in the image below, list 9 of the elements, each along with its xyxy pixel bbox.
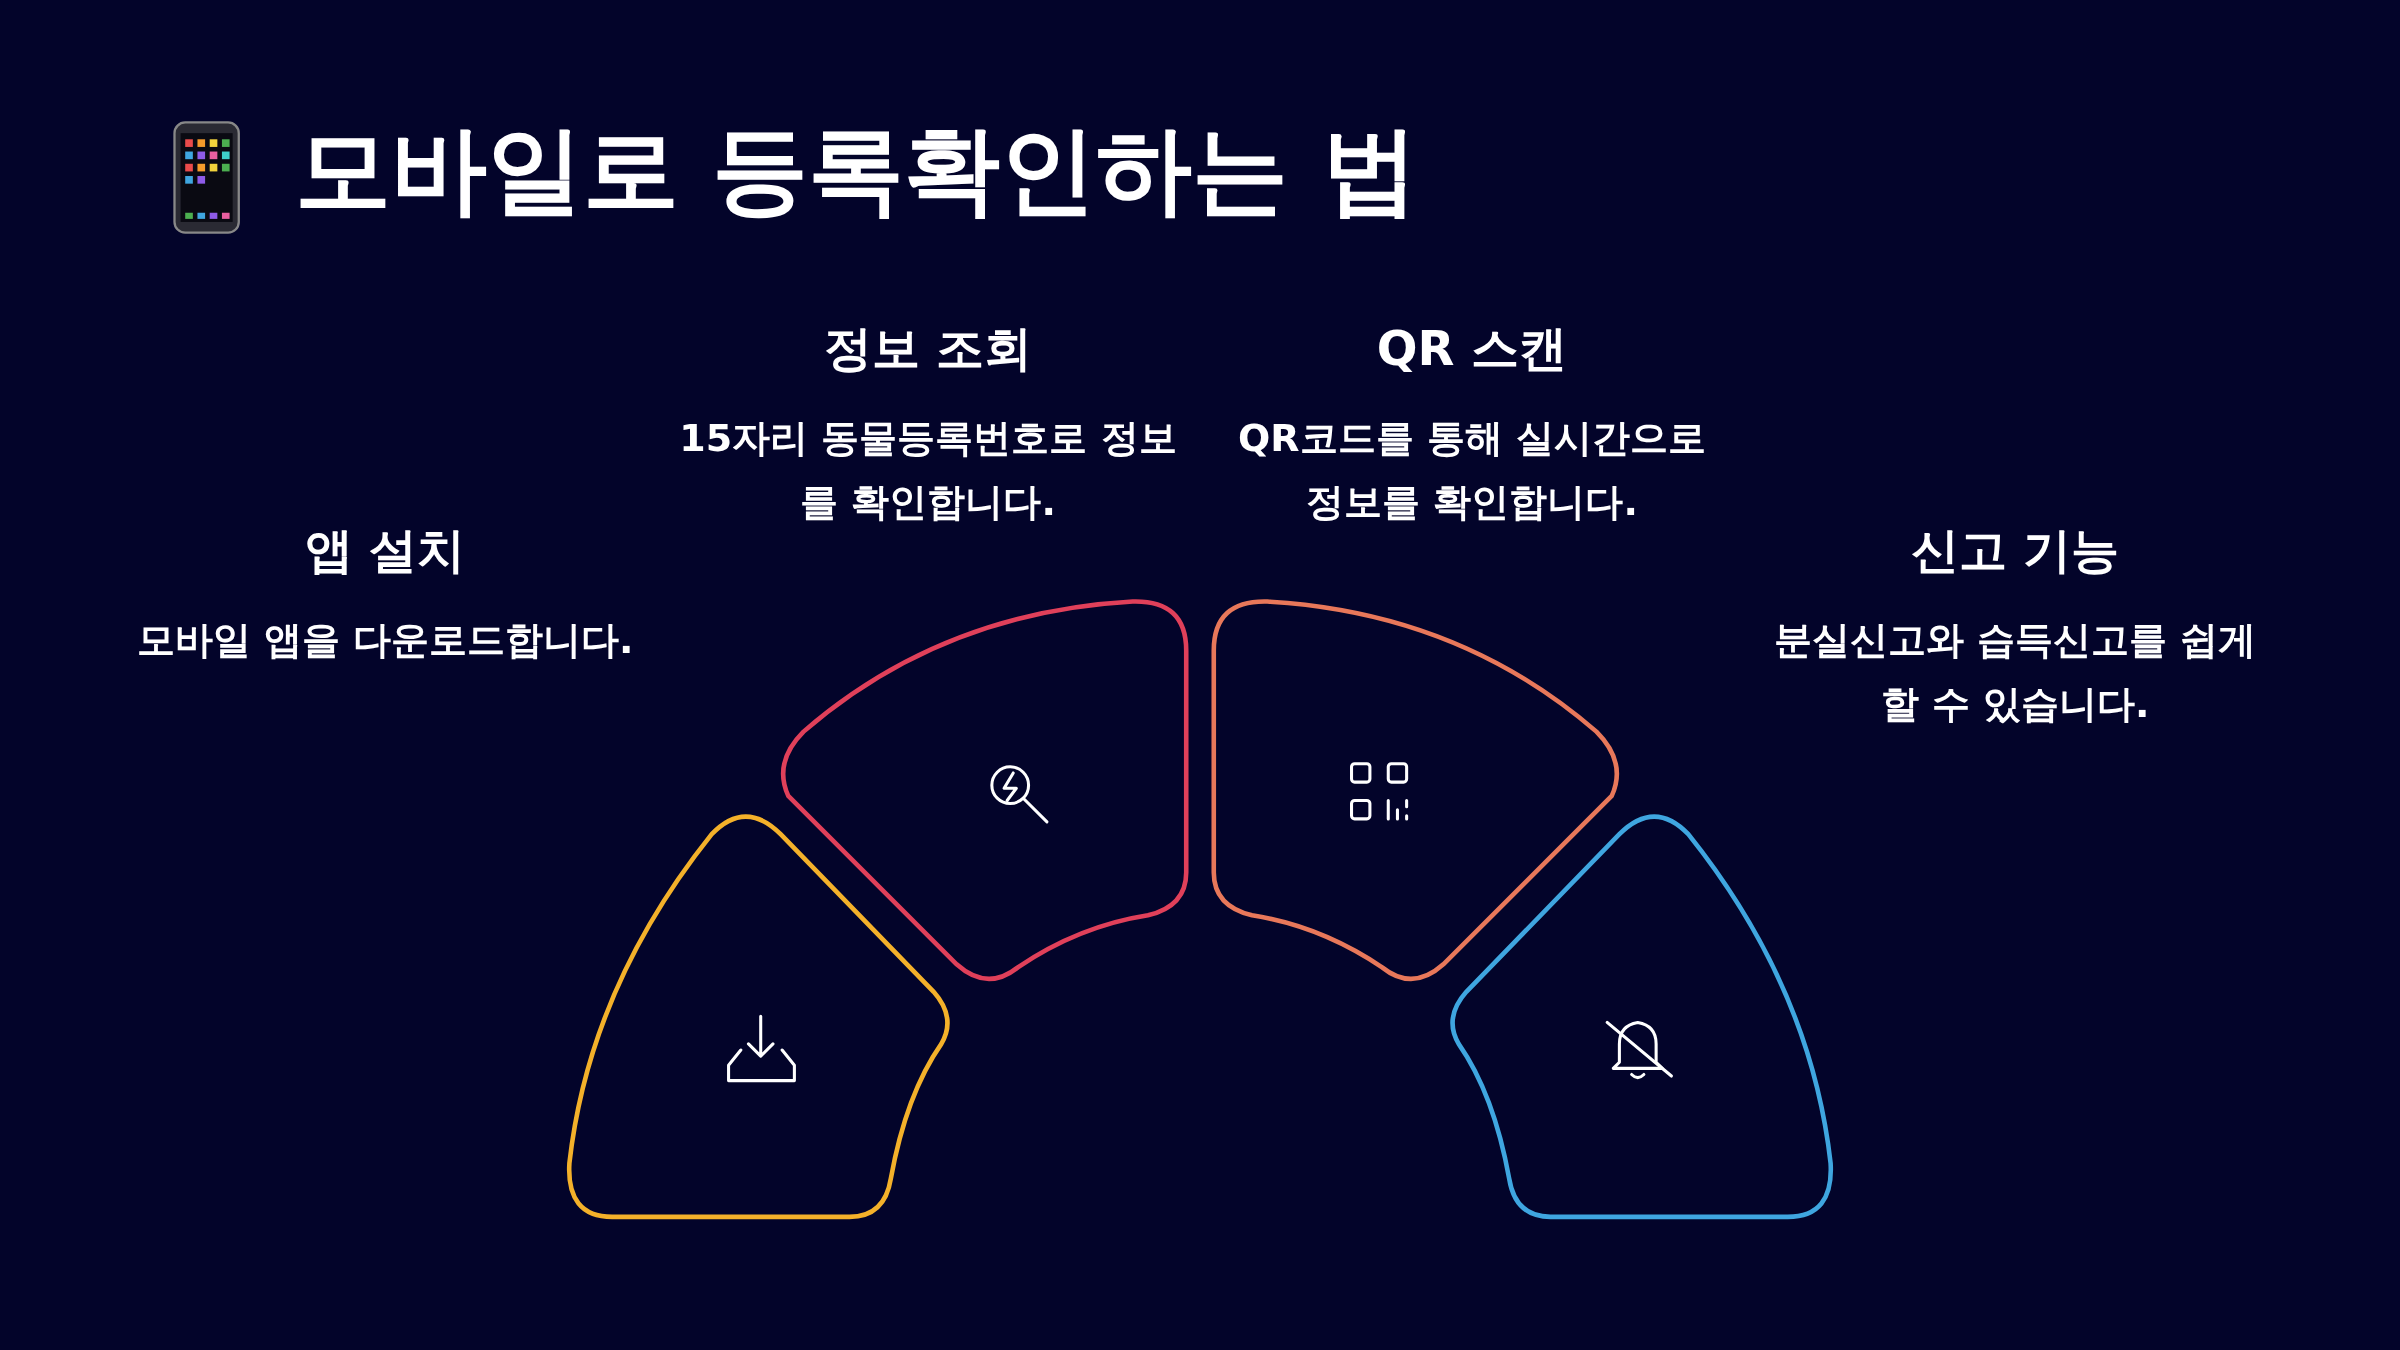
- step-heading: 신고 기능: [1910, 521, 2120, 580]
- step-heading: 앱 설치: [304, 521, 466, 580]
- title: 모바일로 등록확인하는 법: [295, 113, 1418, 228]
- step-description: QR코드를 통해 실시간으로 정보를 확인합니다.: [1237, 415, 1707, 526]
- step-description: 모바일 앱을 다운로드합니다.: [135, 617, 635, 664]
- step-heading: 정보 조회: [823, 319, 1033, 378]
- step-description: 분실신고와 습득신고를 쉽게 할 수 있습니다.: [1772, 617, 2258, 728]
- step-description: 15자리 동물등록번호로 정보를 확인합니다.: [678, 415, 1178, 526]
- step-heading: QR 스캔: [1376, 319, 1568, 378]
